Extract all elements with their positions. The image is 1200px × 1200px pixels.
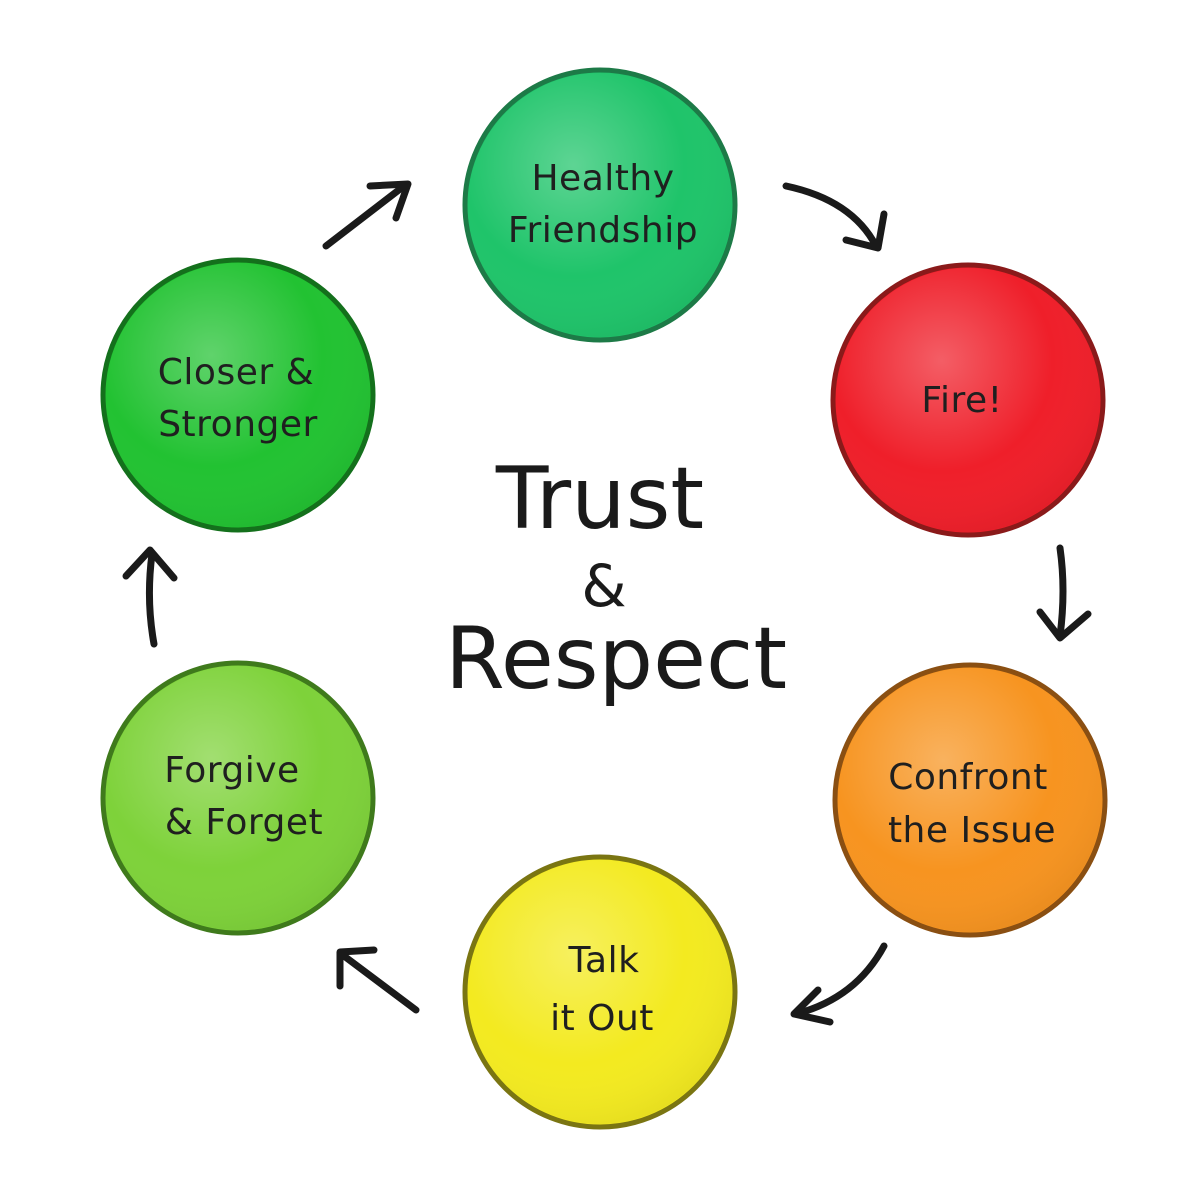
arrow-friendship-to-fire <box>782 182 888 252</box>
node-fire: Fire! <box>830 262 1106 538</box>
arrow-up-left-icon <box>340 952 420 1014</box>
arrow-fire-to-confront <box>1036 544 1092 642</box>
center-title: Trust & Respect <box>445 449 787 709</box>
center-title-respect: Respect <box>445 609 787 709</box>
node-healthy-friendship-label-1: Healthy <box>531 158 674 199</box>
node-closer-and-stronger-label-1: Closer & <box>158 352 314 393</box>
node-forgive-and-forget-highlight <box>106 666 370 930</box>
node-talk-it-out-label-1: Talk <box>568 940 640 981</box>
node-talk-it-out: Talk it Out <box>462 854 738 1130</box>
node-healthy-friendship-highlight <box>468 73 732 337</box>
arrow-up-head-icon <box>122 546 178 582</box>
arrow-clockwise-icon <box>782 182 880 250</box>
arrow-confront-to-talk <box>790 942 888 1026</box>
arrow-forgive-to-closer <box>122 546 178 648</box>
arrow-down-left-icon <box>792 942 888 1018</box>
node-closer-and-stronger-label-2: Stronger <box>158 404 318 445</box>
node-confront-the-issue-highlight <box>838 668 1102 932</box>
arrow-down-icon <box>1056 544 1067 640</box>
node-closer-and-stronger-highlight <box>106 263 370 527</box>
node-fire-label: Fire! <box>921 380 1002 421</box>
node-talk-it-out-label-2: it Out <box>550 998 654 1039</box>
arrow-clockwise-head-icon <box>842 210 888 252</box>
arrow-up-left-head-icon <box>336 946 378 990</box>
node-talk-it-out-highlight <box>468 860 732 1124</box>
node-healthy-friendship-label-2: Friendship <box>508 210 698 251</box>
node-confront-the-issue-label-2: the Issue <box>888 810 1056 851</box>
node-forgive-and-forget-label-2: & Forget <box>165 802 323 843</box>
center-title-ampersand: & <box>581 552 626 620</box>
node-forgive-and-forget: Forgive & Forget <box>100 660 376 936</box>
node-fire-highlight <box>836 268 1100 532</box>
node-confront-the-issue: Confront the Issue <box>832 662 1108 938</box>
node-confront-the-issue-label-1: Confront <box>888 757 1048 798</box>
arrow-closer-to-friendship <box>322 180 412 250</box>
center-title-trust: Trust <box>495 449 704 549</box>
node-forgive-and-forget-label-1: Forgive <box>164 750 299 791</box>
arrow-down-left-head-icon <box>790 986 834 1026</box>
arrow-up-right-head-icon <box>366 180 412 222</box>
arrow-down-head-icon <box>1036 608 1092 642</box>
arrow-talk-to-forgive <box>336 946 420 1014</box>
arrow-up-icon <box>145 550 158 648</box>
arrow-up-right-icon <box>322 182 408 250</box>
node-healthy-friendship: Healthy Friendship <box>462 67 738 343</box>
node-closer-and-stronger: Closer & Stronger <box>100 257 376 533</box>
